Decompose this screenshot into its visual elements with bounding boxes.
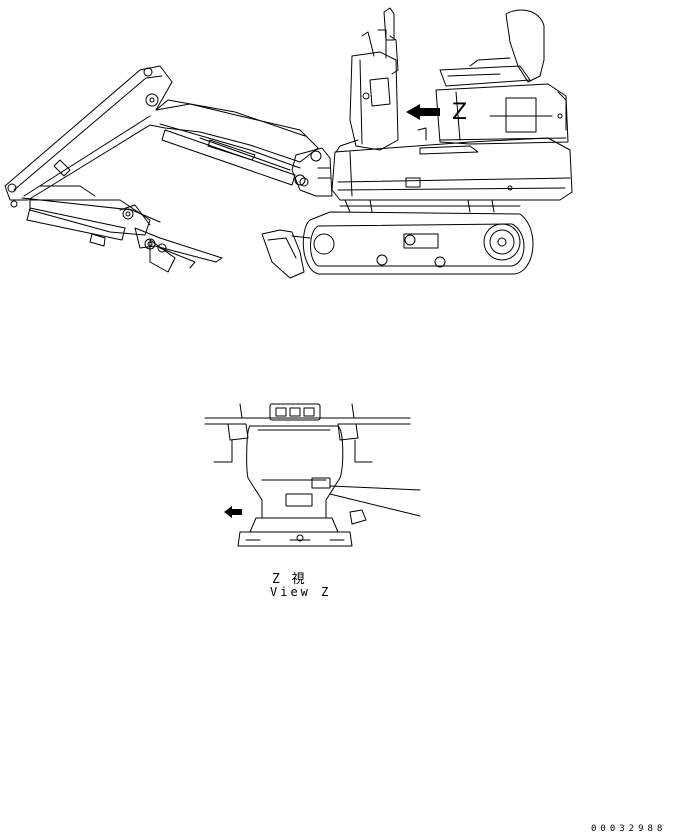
view-caption-english: View Z (270, 585, 332, 599)
view-marker-letter: Z (452, 100, 468, 125)
attachment (134, 227, 223, 273)
track-frame (302, 199, 534, 275)
dozer-blade (261, 229, 311, 279)
operator-seat (439, 9, 545, 87)
left-arrow-icon (406, 104, 440, 120)
view-z-indicator (406, 104, 553, 141)
bucket-cylinder (26, 204, 151, 247)
swing-bracket (291, 147, 333, 197)
upper-structure (331, 137, 573, 201)
boom (4, 65, 319, 208)
control-console (335, 7, 399, 153)
engine-hood (435, 83, 569, 145)
drawing-number: 00032988 (591, 824, 667, 834)
view-z-detail (204, 403, 421, 547)
view-caption-japanese: Z 視 (272, 572, 307, 587)
boom-cylinder (161, 129, 306, 186)
